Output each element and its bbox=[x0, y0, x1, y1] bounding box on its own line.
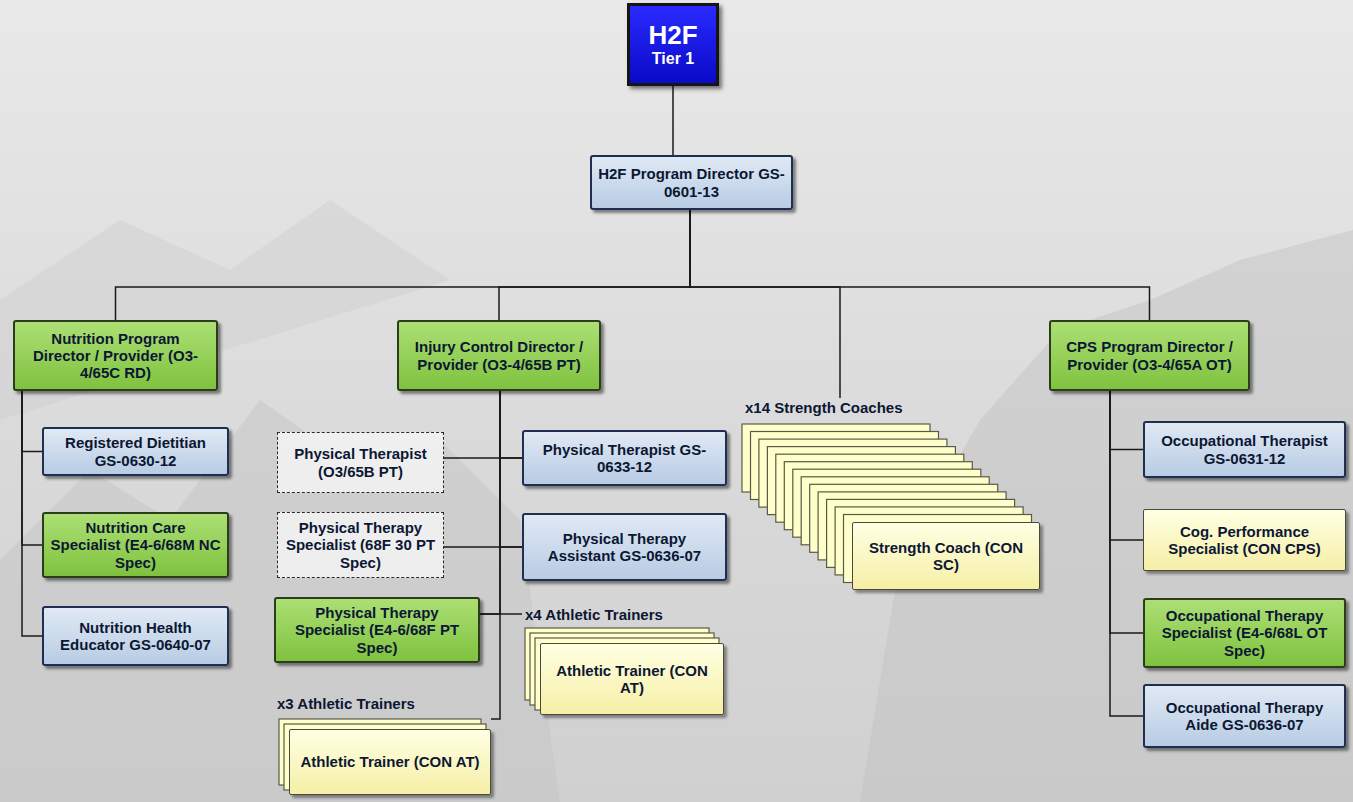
connector-line bbox=[499, 210, 690, 320]
box-label: Physical Therapy Assistant GS-0636-07 bbox=[530, 530, 719, 565]
connector-line bbox=[491, 391, 500, 719]
connector-line bbox=[1110, 391, 1143, 716]
connector-line bbox=[444, 546, 522, 548]
box-label: Registered Dietitian GS-0630-12 bbox=[50, 434, 221, 469]
box-label: Tier 1 bbox=[652, 50, 694, 68]
stacked-cards-group: x14 Strength CoachesStrength Coach (CON … bbox=[742, 398, 1040, 590]
stack-heading: x3 Athletic Trainers bbox=[274, 694, 491, 712]
box-label: Athletic Trainer (CON AT) bbox=[300, 753, 479, 770]
terrain-shape bbox=[0, 400, 560, 802]
connector-line bbox=[22, 391, 42, 545]
org-box: Cog. Performance Specialist (CON CPS) bbox=[1143, 509, 1346, 571]
terrain-shape bbox=[0, 200, 450, 420]
box-label: Physical Therapy Specialist (68F 30 PT S… bbox=[284, 519, 437, 571]
box-label: Athletic Trainer (CON AT) bbox=[547, 662, 717, 697]
stacked-cards-group: x3 Athletic TrainersAthletic Trainer (CO… bbox=[274, 694, 491, 795]
box-label: Physical Therapist GS-0633-12 bbox=[530, 441, 719, 476]
box-label: Occupational Therapy Specialist (E4-6/68… bbox=[1151, 607, 1338, 659]
org-box: Nutrition Care Specialist (E4-6/68M NC S… bbox=[42, 512, 229, 578]
box-label: Physical Therapy Specialist (E4-6/68F PT… bbox=[282, 604, 472, 656]
connector-line bbox=[1110, 391, 1143, 633]
org-box: Occupational Therapist GS-0631-12 bbox=[1143, 421, 1346, 478]
stack-front-card: Athletic Trainer (CON AT) bbox=[540, 643, 724, 715]
connector-line bbox=[22, 391, 42, 452]
box-label: Injury Control Director / Provider (O3-4… bbox=[405, 338, 593, 373]
connector-line bbox=[690, 210, 840, 398]
box-label: Occupational Therapy Aide GS-0636-07 bbox=[1151, 699, 1338, 734]
org-box: CPS Program Director / Provider (O3-4/65… bbox=[1049, 320, 1250, 391]
org-box: Physical Therapist (O3/65B PT) bbox=[277, 432, 444, 493]
connector-line bbox=[22, 391, 42, 636]
connector-line bbox=[500, 391, 522, 458]
connector-line bbox=[1110, 391, 1143, 540]
org-box: H2F Program Director GS-0601-13 bbox=[590, 155, 793, 210]
stack-heading: x14 Strength Coaches bbox=[742, 398, 1040, 416]
box-label: H2F bbox=[648, 21, 697, 50]
box-label: CPS Program Director / Provider (O3-4/65… bbox=[1057, 338, 1242, 373]
org-box: H2FTier 1 bbox=[627, 3, 719, 86]
org-box: Nutrition Program Director / Provider (O… bbox=[13, 320, 218, 391]
stack-heading: x4 Athletic Trainers bbox=[522, 605, 724, 623]
connector-line bbox=[690, 210, 1150, 320]
org-box: Physical Therapist GS-0633-12 bbox=[522, 430, 727, 486]
box-label: Nutrition Care Specialist (E4-6/68M NC S… bbox=[50, 519, 221, 571]
org-box: Registered Dietitian GS-0630-12 bbox=[42, 427, 229, 476]
org-box: Injury Control Director / Provider (O3-4… bbox=[397, 320, 601, 391]
box-label: Occupational Therapist GS-0631-12 bbox=[1151, 432, 1338, 467]
org-box: Occupational Therapy Aide GS-0636-07 bbox=[1143, 684, 1346, 748]
org-box: Nutrition Health Educator GS-0640-07 bbox=[42, 606, 229, 666]
box-label: Nutrition Health Educator GS-0640-07 bbox=[50, 619, 221, 654]
org-box: Occupational Therapy Specialist (E4-6/68… bbox=[1143, 598, 1346, 668]
stack-front-card: Athletic Trainer (CON AT) bbox=[289, 729, 491, 795]
org-box: Physical Therapy Assistant GS-0636-07 bbox=[522, 513, 727, 581]
connector-line bbox=[480, 391, 500, 614]
connector-line bbox=[116, 210, 691, 320]
box-label: Cog. Performance Specialist (CON CPS) bbox=[1150, 523, 1339, 558]
connector-group bbox=[22, 86, 1150, 719]
connector-line bbox=[672, 86, 674, 155]
connector-line bbox=[444, 457, 522, 459]
org-box: Physical Therapy Specialist (68F 30 PT S… bbox=[277, 512, 444, 578]
box-label: Nutrition Program Director / Provider (O… bbox=[21, 330, 210, 382]
connector-line bbox=[1110, 391, 1143, 450]
connector-line bbox=[500, 391, 522, 547]
box-label: Strength Coach (CON SC) bbox=[859, 539, 1033, 574]
stack-front-card: Strength Coach (CON SC) bbox=[852, 522, 1040, 590]
connector-line bbox=[480, 613, 522, 615]
org-box: Physical Therapy Specialist (E4-6/68F PT… bbox=[274, 597, 480, 663]
box-label: Physical Therapist (O3/65B PT) bbox=[284, 445, 437, 480]
box-label: H2F Program Director GS-0601-13 bbox=[598, 165, 785, 200]
stacked-cards-group: x4 Athletic TrainersAthletic Trainer (CO… bbox=[522, 605, 724, 715]
